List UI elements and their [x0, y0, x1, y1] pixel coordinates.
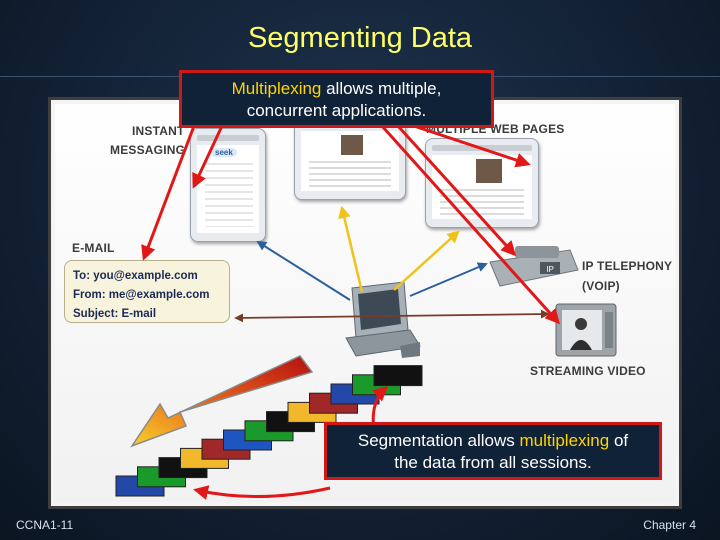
label-voip: (VOIP): [582, 279, 620, 293]
ip-phone-icon: IP: [489, 246, 579, 287]
label-ip-telephony: IP TELEPHONY: [582, 259, 673, 273]
slide-title: Segmenting Data: [247, 22, 473, 54]
label-instant: INSTANT: [132, 124, 185, 138]
callout-bottom-highlight: multiplexing: [519, 431, 610, 450]
callout-arrow-web: [413, 124, 531, 168]
window-content: [301, 131, 399, 191]
email-message-card: To: you@example.com From: me@example.com…: [64, 260, 230, 323]
arrow-to-im: [338, 205, 364, 293]
callout-bottom-line1: Segmentation allows multiplexing of: [327, 430, 659, 452]
label-email: E-MAIL: [72, 241, 115, 255]
email-from: From: me@example.com: [73, 289, 210, 301]
web-text-lines: [440, 189, 524, 215]
callout-top-line2: concurrent applications.: [246, 101, 427, 120]
window-toolbar: [197, 135, 259, 141]
email-subject: Subject: E-mail: [73, 308, 157, 320]
computer-icon: [345, 281, 421, 358]
data-segments: [115, 365, 423, 497]
phone-badge: IP: [546, 265, 554, 274]
web-photo: [341, 135, 363, 155]
im-logo: seek: [211, 148, 237, 157]
segment-flow-arrow: [130, 355, 314, 448]
im-contact-list: [205, 163, 253, 227]
callout-bottom-post: of: [609, 431, 629, 450]
callout-top-line1: Multiplexing allows multiple,: [182, 78, 491, 100]
callout-arrow-phone: [396, 124, 517, 257]
arrow-to-web: [393, 230, 460, 291]
streaming-video-monitor-icon: [555, 303, 617, 357]
callout-bottom-pre: Segmentation allows: [357, 431, 520, 450]
callout-bottom-line2: the data from all sessions.: [394, 453, 592, 472]
callout-top-line1-rest: allows multiple,: [321, 79, 442, 98]
web-photo: [476, 159, 502, 183]
callout-arrow-email: [141, 125, 196, 261]
data-segment-block: [373, 365, 423, 387]
multiplexing-callout: Multiplexing allows multiple, concurrent…: [179, 70, 494, 128]
label-messaging: MESSAGING: [110, 143, 186, 157]
footer-chapter: Chapter 4: [643, 518, 696, 532]
callout-arrow-video: [380, 124, 561, 325]
arrow-email-video: [234, 309, 550, 323]
callout-arrow-im: [192, 125, 224, 189]
web-text-lines: [309, 161, 391, 187]
arrow-to-email-blue: [256, 240, 351, 301]
curved-arrow-lower: [193, 485, 331, 500]
segmentation-callout: Segmentation allows multiplexing of the …: [324, 422, 662, 480]
arrow-to-phone: [409, 262, 488, 297]
email-to: To: you@example.com: [73, 270, 198, 282]
callout-top-highlight: Multiplexing: [231, 79, 322, 98]
label-streaming-video: STREAMING VIDEO: [530, 364, 646, 378]
footer-course-code: CCNA1-11: [16, 518, 74, 532]
